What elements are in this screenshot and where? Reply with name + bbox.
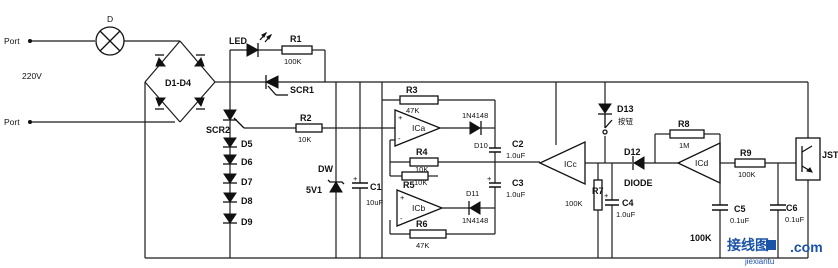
- c5-value: 0.1uF: [730, 216, 750, 225]
- led-label: LED: [229, 36, 248, 46]
- bottom-resistor-value: 100K: [690, 233, 712, 243]
- watermark-url: jiexiantu: [744, 257, 774, 266]
- r1-value: 100K: [284, 57, 302, 66]
- bridge-label: D1-D4: [165, 78, 191, 88]
- r4-name: R4: [416, 147, 428, 157]
- d11-name: D11: [466, 189, 479, 198]
- r4-value: 10K: [415, 165, 428, 174]
- icb-label: ICb: [412, 203, 426, 213]
- diode-chain: SCR2 D5 D6 D7 D8 D9: [206, 82, 296, 258]
- r6-name: R6: [416, 219, 428, 229]
- lamp: D: [95, 14, 180, 56]
- r9-name: R9: [740, 148, 752, 158]
- r2: R2 10K: [295, 113, 395, 144]
- c3-name: C3: [512, 178, 524, 188]
- svg-text:+: +: [487, 174, 492, 183]
- r7-c4-d13: R7 100K + C4 1.0uF D13 按钮: [565, 82, 636, 258]
- c5-name: C5: [734, 204, 746, 214]
- c3-value: 1.0uF: [506, 190, 526, 199]
- watermark-domain: .com: [790, 239, 823, 255]
- port-bottom-label: Port: [4, 117, 20, 127]
- voltage-label: 220V: [22, 71, 42, 81]
- d12-type: DIODE: [624, 178, 653, 188]
- c6-name: C6: [786, 203, 798, 213]
- d13-note: 按钮: [618, 116, 633, 126]
- watermark-cn: 接线图: [727, 237, 769, 254]
- c1-value: 10uF: [366, 198, 384, 207]
- svg-text:+: +: [398, 113, 403, 122]
- r3-value: 47K: [406, 106, 419, 115]
- mains-input: Port Port 220V: [4, 36, 175, 127]
- zener-value: 5V1: [306, 185, 322, 195]
- opamp-block: R3 47K ICa + - 1N4148 D10 C2 1.0uF R4 R5: [381, 82, 540, 258]
- d11-type: 1N4148: [462, 216, 488, 225]
- diode-d8: D8: [241, 196, 253, 206]
- scr1-label: SCR1: [290, 85, 314, 95]
- scr1: SCR1: [264, 75, 314, 96]
- lamp-label: D: [107, 14, 113, 24]
- r2-name: R2: [300, 113, 312, 123]
- r7-name: R7: [592, 186, 604, 196]
- ica-label: ICa: [412, 123, 426, 133]
- r8-value: 1M: [679, 141, 689, 150]
- svg-text:+: +: [400, 193, 405, 202]
- r5-value: 10K: [414, 178, 427, 187]
- r6-value: 47K: [416, 241, 429, 250]
- bridge-rectifier: D1-D4: [144, 40, 230, 258]
- c2-value: 1.0uF: [506, 151, 526, 160]
- svg-text:-: -: [400, 214, 403, 223]
- r5-name: R5: [403, 180, 415, 190]
- diode-d9: D9: [241, 217, 253, 227]
- zener-name: DW: [318, 164, 333, 174]
- sensor-jst: JST: [795, 137, 838, 181]
- r9-value: 100K: [738, 170, 756, 179]
- scr2-label: SCR2: [206, 125, 230, 135]
- port-top-label: Port: [4, 36, 20, 46]
- watermark: 接线图 .com jiexiantu: [727, 237, 823, 266]
- svg-text:-: -: [398, 134, 401, 143]
- c1-name: C1: [370, 182, 382, 192]
- svg-text:+: +: [353, 174, 358, 183]
- diode-d7: D7: [241, 177, 253, 187]
- d10-type: 1N4148: [462, 111, 488, 120]
- c6-value: 0.1uF: [785, 215, 805, 224]
- c4-value: 1.0uF: [616, 210, 636, 219]
- r3-name: R3: [406, 85, 418, 95]
- svg-text:+: +: [604, 191, 609, 200]
- d12-name: D12: [624, 147, 641, 157]
- d13-name: D13: [617, 104, 634, 114]
- icd-label: ICd: [695, 158, 709, 168]
- led-branch: LED R1 100K: [229, 31, 326, 82]
- icd-stage: D12 DIODE R8 1M ICd C5 0.1uF R9 100K C6 …: [612, 119, 805, 258]
- diode-d5: D5: [241, 139, 253, 149]
- diode-d6: D6: [241, 157, 253, 167]
- zener-dw: DW 5V1: [306, 82, 345, 258]
- rails: [145, 81, 809, 259]
- r2-value: 10K: [298, 135, 311, 144]
- opamp-icc: ICc: [538, 82, 598, 186]
- r7-value: 100K: [565, 199, 583, 208]
- icc-label: ICc: [564, 159, 578, 169]
- watermark-logo: [766, 240, 776, 250]
- cap-c1: + C1 10uF: [352, 82, 384, 258]
- d10-name: D10: [474, 141, 488, 150]
- r8-name: R8: [678, 119, 690, 129]
- c2-name: C2: [512, 139, 524, 149]
- r1-name: R1: [290, 34, 302, 44]
- jst-label: JST: [822, 150, 838, 160]
- c4-name: C4: [622, 198, 634, 208]
